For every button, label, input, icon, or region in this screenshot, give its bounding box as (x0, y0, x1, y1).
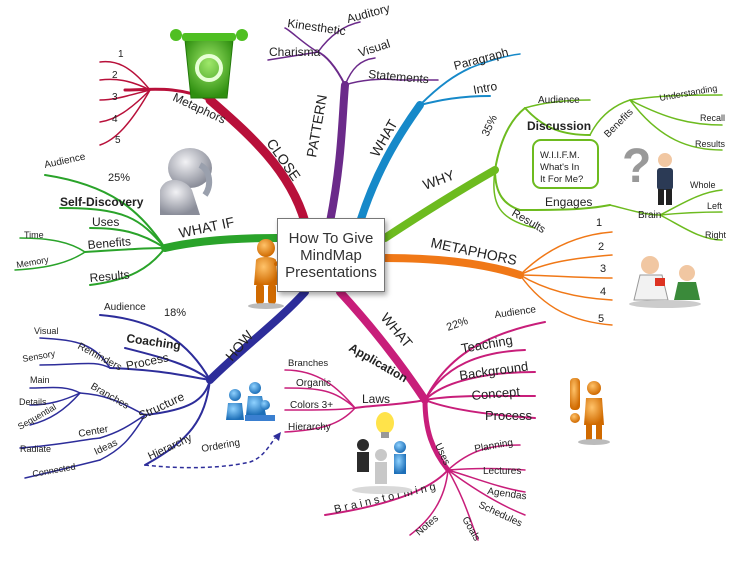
whatif-results-label: Results (89, 268, 130, 285)
question-person-icon: ? (622, 140, 673, 205)
central-topic-line-1: How To Give (288, 229, 374, 247)
metaphor-number-5: 5 (598, 313, 604, 325)
radiate-label: Radiate (20, 444, 51, 454)
planning-label: Planning (474, 437, 514, 455)
what-bottom-process-label: Process (485, 408, 532, 423)
connected-label: Connected (32, 462, 77, 479)
what-bottom-percent: 22% (445, 315, 470, 334)
branch-how (19, 288, 309, 479)
whatif-audience-label: Audience (43, 151, 87, 171)
reminders-label: Reminders (76, 341, 124, 373)
statements-label: Statements (368, 67, 430, 86)
close-number-3: 3 (112, 92, 118, 103)
laws-label: Laws (362, 392, 390, 406)
branch-what-top (356, 53, 521, 226)
concept-label: Concept (471, 384, 521, 403)
whatif-percent: 25% (108, 172, 130, 184)
center-label: Center (78, 424, 110, 440)
metaphor-number-3: 3 (600, 263, 606, 275)
wiifm-box (532, 139, 599, 189)
how-hierarchy-label: Hierarchy (146, 432, 194, 463)
wiifm-line-1: W.I.I.F.M. (540, 150, 580, 161)
self-discovery-label: Self-Discovery (60, 195, 144, 209)
agendas-label: Agendas (487, 486, 528, 502)
whatif-benefits-label: Benefits (87, 234, 131, 252)
whatif-uses-label: Uses (92, 215, 119, 229)
notes-label: Notes (414, 513, 441, 538)
close-number-2: 2 (112, 70, 118, 81)
how-audience-label: Audience (104, 302, 146, 313)
central-topic-line-2: MindMap (300, 246, 362, 264)
results-small-label: Results (695, 139, 726, 149)
brainstorming-label: Brainstorming (333, 480, 440, 516)
why-label: WHY (421, 166, 458, 192)
central-topic-box: How To Give MindMap Presentations (277, 218, 385, 292)
team-building-icon (226, 382, 275, 421)
central-topic-line-3: Presentations (285, 263, 377, 281)
close-number-4: 4 (112, 114, 118, 125)
brain-label: Brain (638, 210, 661, 221)
left-label: Left (707, 201, 723, 211)
ordering-arrowhead (273, 432, 281, 441)
understanding-label: Understanding (659, 83, 718, 103)
intro-label: Intro (472, 79, 498, 97)
memory-label: Memory (16, 254, 50, 270)
structure-label: Structure (136, 389, 186, 422)
wiifm-line-2: What's In (540, 162, 579, 173)
whole-label: Whole (690, 180, 716, 190)
ordering-label: Ordering (201, 437, 241, 455)
metaphor-number-1: 1 (596, 217, 602, 229)
right-label: Right (705, 230, 727, 240)
discussion-label: Discussion (527, 119, 591, 133)
svg-text:?: ? (622, 140, 651, 193)
why-percent: 35% (480, 113, 500, 138)
engages-label: Engages (545, 195, 592, 209)
wiifm-line-3: It For Me? (540, 174, 583, 185)
laws-branches-label: Branches (288, 358, 328, 369)
how-branches-label: Branches (89, 381, 131, 412)
paragraph-label: Paragraph (452, 45, 510, 73)
branch-what-if (14, 174, 281, 286)
lightbulb-team-icon (352, 412, 412, 494)
ordering-dashed-arrow (144, 437, 276, 469)
close-number-5: 5 (115, 135, 121, 146)
reading-people-icon (629, 256, 701, 308)
pattern-label: PATTERN (303, 93, 330, 158)
branch-why (381, 94, 723, 242)
organic-label: Organic (296, 378, 331, 389)
visual-small-label: Visual (34, 326, 58, 336)
metaphor-number-4: 4 (600, 286, 606, 298)
thinker-statue-icon (160, 148, 213, 215)
recall-label: Recall (700, 113, 725, 123)
close-number-1: 1 (118, 49, 124, 60)
auditory-label: Auditory (345, 1, 391, 26)
visual-label: Visual (357, 37, 392, 60)
main-label: Main (30, 375, 50, 385)
presenter-figure-icon (248, 239, 292, 309)
goals-label: Goals (459, 515, 482, 543)
ideas-label: Ideas (93, 437, 120, 457)
time-label: Time (24, 230, 44, 240)
exclamation-figure-icon (570, 378, 610, 445)
recycle-bin-icon (170, 29, 248, 99)
what-bottom-audience-label: Audience (494, 304, 537, 321)
sensory-label: Sensory (22, 348, 57, 364)
branch-metaphors-right (381, 231, 613, 326)
branch-what-bottom (284, 288, 546, 541)
laws-hierarchy-label: Hierarchy (288, 422, 331, 433)
lectures-label: Lectures (483, 466, 521, 477)
how-percent: 18% (164, 307, 186, 319)
metaphor-number-2: 2 (598, 241, 604, 253)
branch-pattern (267, 21, 439, 226)
colors-label: Colors 3+ (290, 400, 333, 411)
charisma-label: Charisma (269, 45, 321, 59)
details-label: Details (19, 397, 47, 407)
why-audience-label: Audience (538, 95, 580, 106)
